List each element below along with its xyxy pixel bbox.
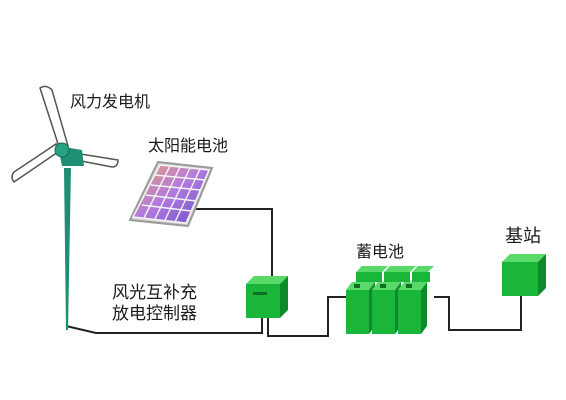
wire-battery-to-base-station	[434, 296, 522, 331]
controller-label-line1: 风光互补充	[112, 283, 197, 303]
base-station-front	[502, 262, 538, 296]
solar-panel-icon	[128, 160, 214, 228]
base-station-label: 基站	[505, 226, 541, 247]
controller-side	[280, 276, 288, 318]
turbine-tower	[64, 168, 71, 330]
controller-top	[246, 276, 288, 284]
battery-back-row	[356, 266, 434, 282]
wire-controller-to-battery	[267, 296, 346, 337]
controller-label-line2: 放电控制器	[112, 304, 197, 324]
wind-turbine-label: 风力发电机	[70, 92, 151, 111]
battery-cell-3	[398, 282, 427, 334]
controller-label: 风光互补充 放电控制器	[112, 283, 197, 325]
base-station-side	[538, 254, 546, 296]
controller-box-icon	[246, 276, 288, 318]
solar-cells	[131, 164, 211, 224]
base-station-box-icon	[502, 254, 546, 296]
battery-cell-2	[372, 282, 401, 334]
battery-bank-icon	[346, 266, 434, 334]
controller-front	[246, 284, 280, 318]
turbine-blade-up	[39, 85, 69, 152]
turbine-blade-left	[11, 142, 59, 184]
base-station-top	[502, 254, 546, 262]
solar-panel-label: 太阳能电池	[148, 136, 229, 155]
wire-turbine-to-controller	[65, 318, 263, 334]
wiring	[65, 208, 522, 337]
turbine-hub	[54, 142, 70, 158]
wire-solar-to-controller	[192, 208, 273, 278]
controller-panel-slot	[253, 292, 267, 295]
battery-cell-1	[346, 282, 375, 334]
battery-label: 蓄电池	[356, 242, 405, 261]
wind-turbine-icon	[11, 85, 119, 330]
